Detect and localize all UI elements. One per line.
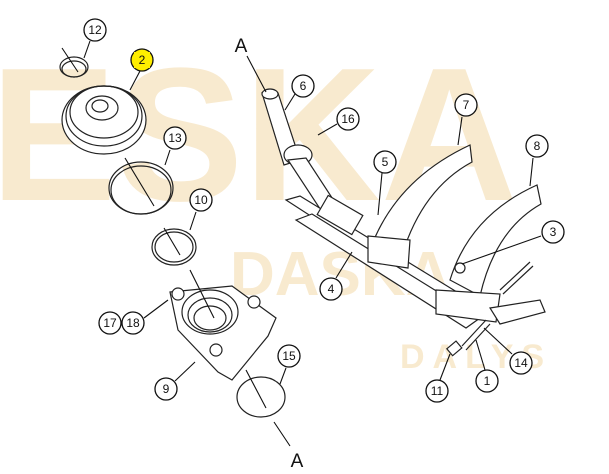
callout-label: 17 [103,316,117,330]
leader-lines [83,40,542,447]
callout-label: 14 [514,356,528,370]
callout-2[interactable]: 2 [130,48,154,72]
callout-17[interactable]: 17 [98,311,122,335]
callout-circle [509,351,533,375]
callout-label: 8 [534,139,541,153]
section-label-a-bottom: A [291,451,304,472]
part-ring-13 [108,157,174,215]
callout-circle [98,311,122,335]
part-fork-8 [435,184,542,323]
callout-label: 7 [463,98,470,112]
part-lever-14 [489,299,546,325]
callout-circle [454,93,478,117]
callout-label: 18 [126,316,140,330]
callout-6[interactable]: 6 [291,74,315,98]
callout-circle [541,220,565,244]
part-oring-15 [236,369,286,418]
part-housing-9 [169,269,277,381]
callout-label: 13 [168,131,182,145]
callout-1[interactable]: 1 [475,369,499,393]
callout-15[interactable]: 15 [277,344,301,368]
callout-circle [525,134,549,158]
highlight-marker [134,52,150,68]
part-washer-10 [151,227,197,266]
callout-label: 3 [550,225,557,239]
callout-label: 10 [194,193,208,207]
callout-12[interactable]: 12 [83,18,107,42]
callout-circle [425,379,449,403]
part-gear-2 [61,85,147,155]
callout-label: 4 [328,282,335,296]
callout-11[interactable]: 11 [425,379,449,403]
callout-circle [121,311,145,335]
callout-16[interactable]: 16 [336,107,360,131]
callout-label: 12 [88,23,102,37]
callout-4[interactable]: 4 [319,277,343,301]
callout-circle [189,188,213,212]
callout-circle [336,107,360,131]
callout-label: 6 [300,79,307,93]
callout-circle [277,344,301,368]
callout-label: 16 [341,112,355,126]
callout-5[interactable]: 5 [373,150,397,174]
callout-circle [154,377,178,401]
callout-14[interactable]: 14 [509,351,533,375]
callout-label: 2 [139,53,146,67]
callout-circle [373,150,397,174]
callout-9[interactable]: 9 [154,377,178,401]
callout-circle [475,369,499,393]
part-snap-ring-12 [59,47,89,78]
callout-label: 11 [431,384,444,398]
part-spring-upper [499,261,534,295]
callout-label: 5 [382,155,389,169]
callout-18[interactable]: 18 [121,311,145,335]
callout-8[interactable]: 8 [525,134,549,158]
callout-label: 1 [484,374,491,388]
callout-circle [319,277,343,301]
part-fork-7 [367,144,473,269]
section-label-a-top: A [235,36,248,57]
callout-circle [83,18,107,42]
callout-label: 9 [163,382,170,396]
part-spring-1 [445,319,491,357]
callout-circle [163,126,187,150]
callout-7[interactable]: 7 [454,93,478,117]
callout-3[interactable]: 3 [541,220,565,244]
callout-label: 15 [282,349,296,363]
callout-10[interactable]: 10 [189,188,213,212]
callout-13[interactable]: 13 [163,126,187,150]
callout-circle [291,74,315,98]
